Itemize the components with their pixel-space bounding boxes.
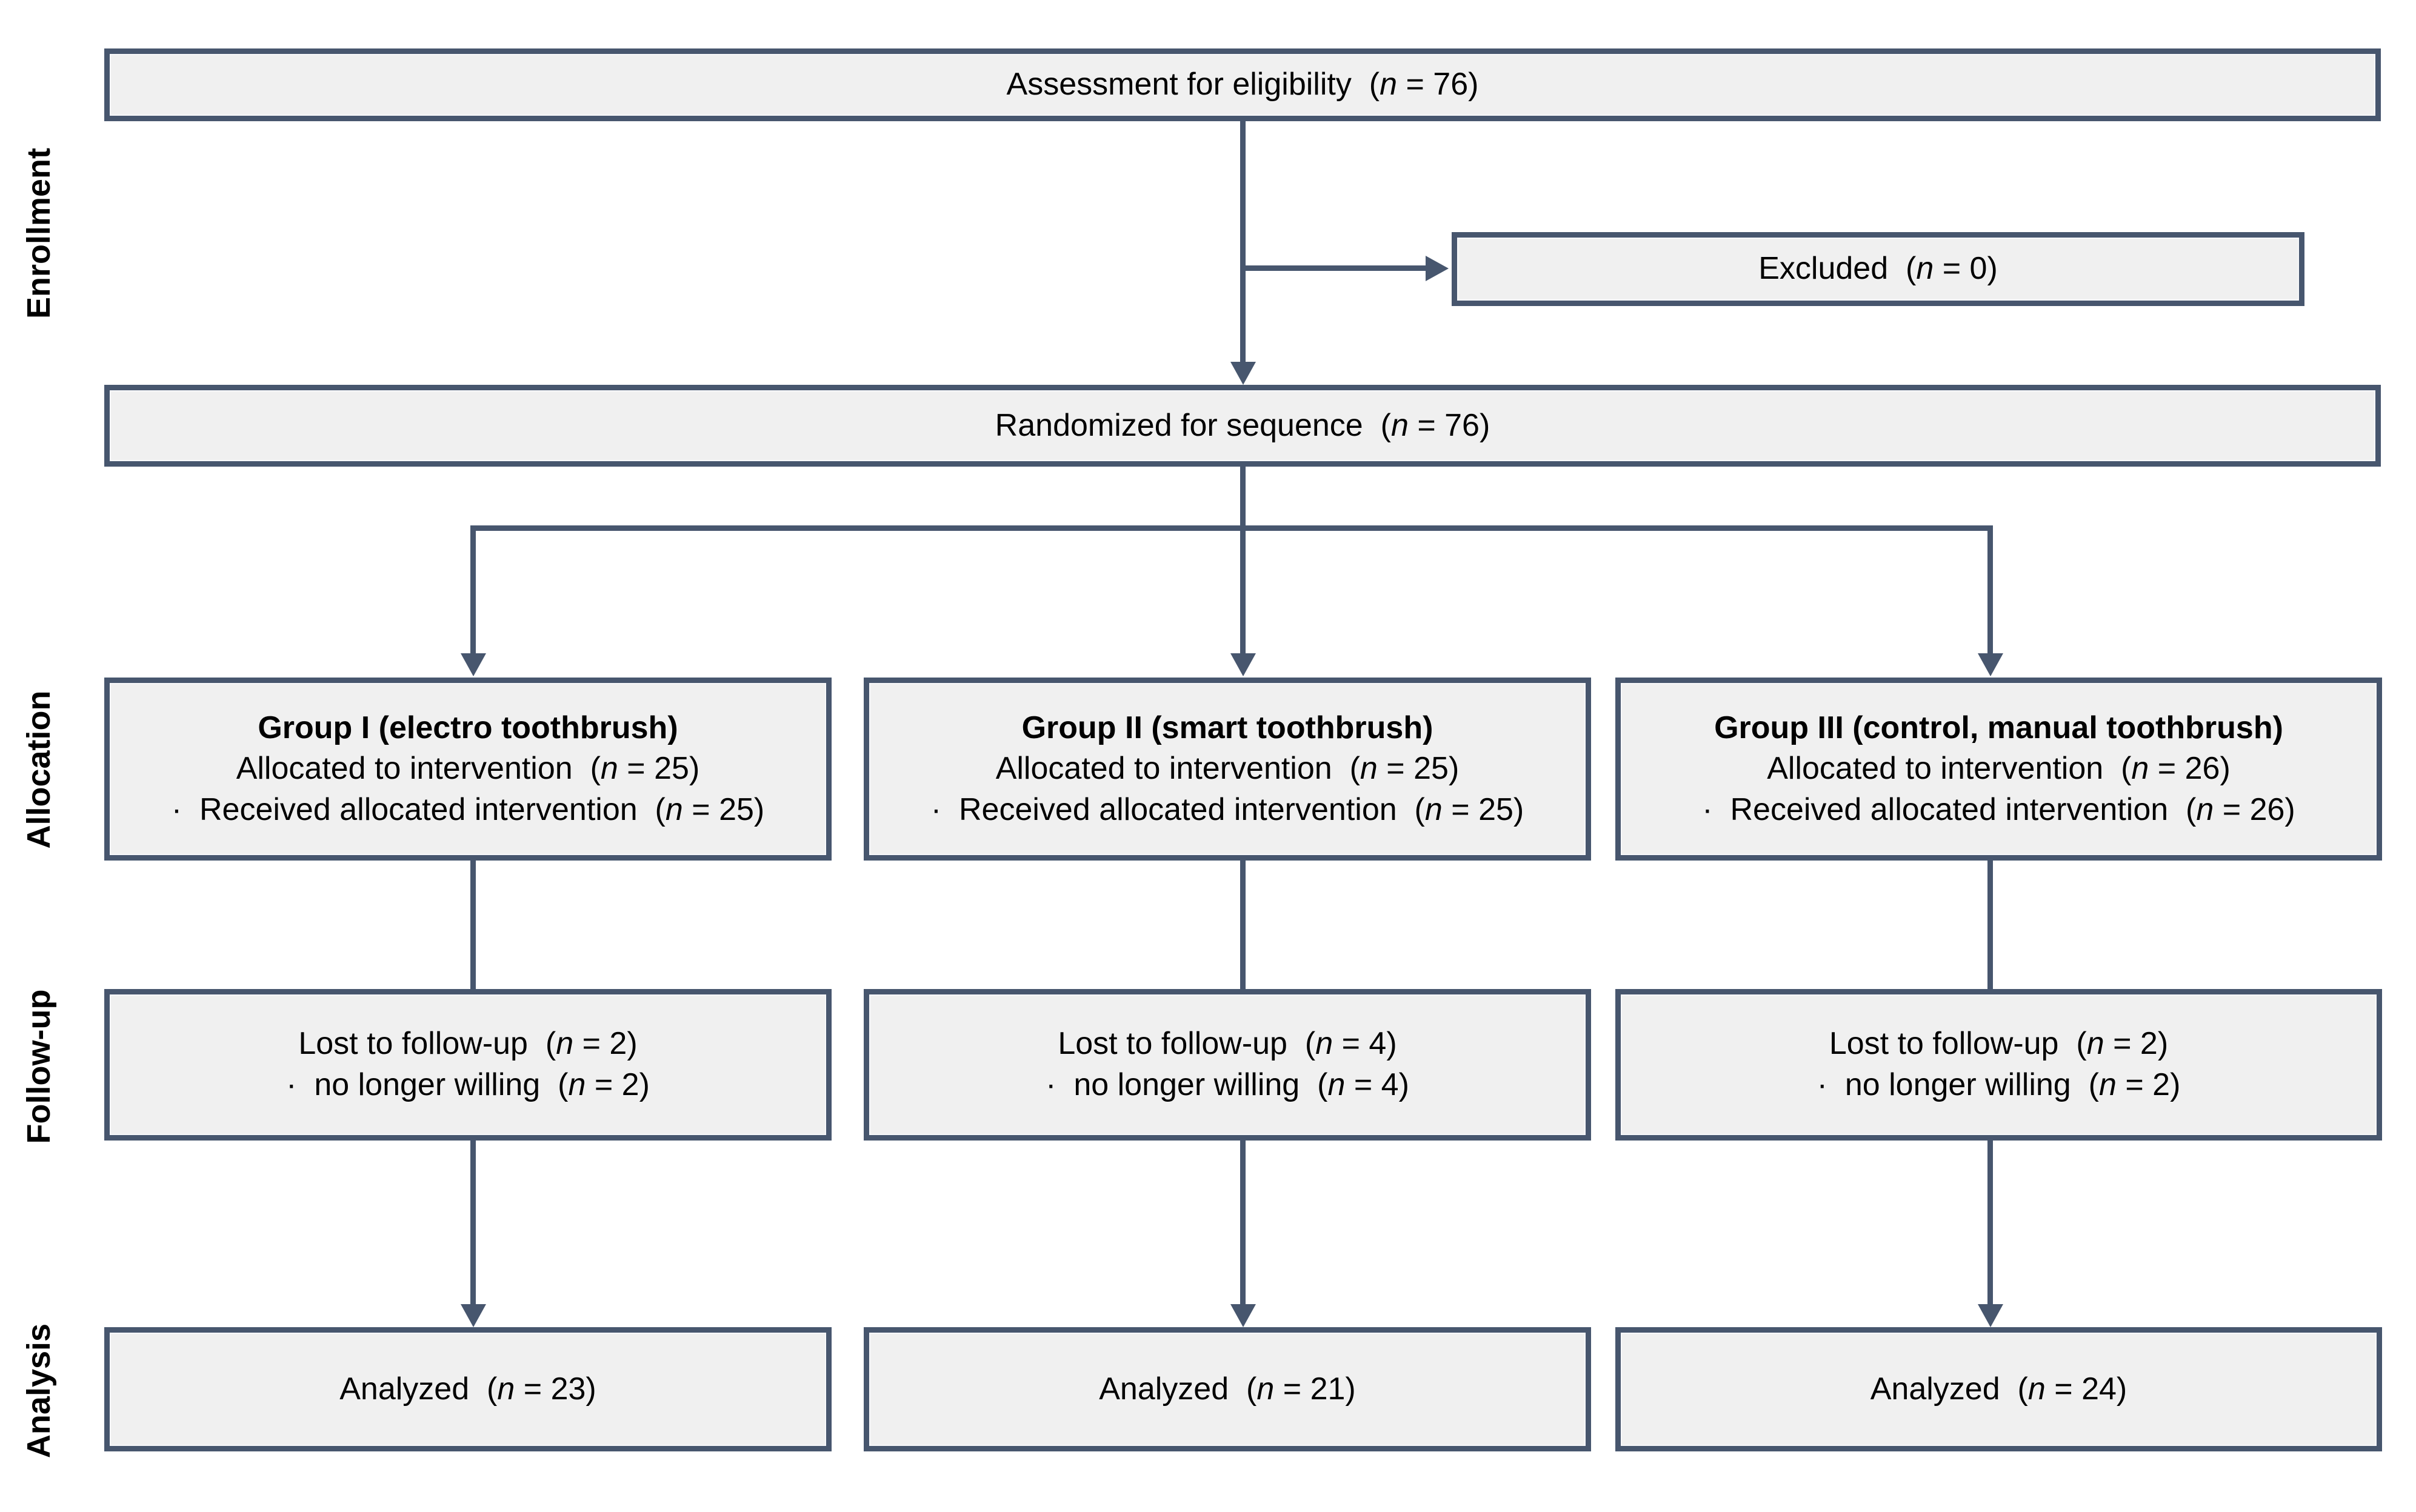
stage-label-allocation-text: Allocation <box>21 690 57 849</box>
analysis-group-2-text: Analyzed (n = 21) <box>1099 1371 1356 1407</box>
arrow-group-3-to-analysis <box>1978 1304 2003 1327</box>
stage-label-analysis-text: Analysis <box>21 1323 57 1459</box>
followup-group-2-lost: Lost to follow-up (n = 4) <box>1058 1026 1397 1062</box>
arrow-group-1-to-analysis <box>461 1304 486 1327</box>
box-allocation-group-1: Group I (electro toothbrush) Allocated t… <box>104 678 832 861</box>
box-analysis-group-1: Analyzed (n = 23) <box>104 1327 832 1451</box>
stage-label-allocation: Allocation <box>21 679 57 861</box>
bullet-marker: · <box>930 791 942 827</box>
allocation-group-3-received: · Received allocated intervention (n = 2… <box>1702 791 2295 827</box>
allocation-group-2-title: Group II (smart toothbrush) <box>1021 710 1433 745</box>
allocation-group-3-title: Group III (control, manual toothbrush) <box>1714 710 2283 745</box>
connector-split-to-group-3 <box>1987 525 1993 654</box>
allocation-group-2-allocated: Allocated to intervention (n = 25) <box>995 751 1460 787</box>
box-followup-group-3: Lost to follow-up (n = 2) · no longer wi… <box>1615 989 2382 1141</box>
connector-to-excluded <box>1240 265 1428 271</box>
allocation-group-1-title: Group I (electro toothbrush) <box>258 710 678 745</box>
bullet-marker: · <box>286 1067 297 1102</box>
arrow-split-to-group-3 <box>1978 653 2003 676</box>
connector-group-1-followup-to-analysis <box>470 1141 476 1305</box>
bullet-marker: · <box>171 791 182 827</box>
randomized-text: Randomized for sequence (n = 76) <box>995 407 1490 443</box>
arrow-assessment-to-randomized <box>1230 362 1256 385</box>
connector-allocation-split-bar <box>470 525 1993 531</box>
assessment-text: Assessment for eligibility (n = 76) <box>1006 67 1479 102</box>
stage-label-followup-text: Follow-up <box>21 989 57 1144</box>
box-allocation-group-3: Group III (control, manual toothbrush) A… <box>1615 678 2382 861</box>
stage-label-enrollment-text: Enrollment <box>21 147 57 319</box>
box-excluded: Excluded (n = 0) <box>1452 232 2304 306</box>
bullet-marker: · <box>1817 1067 1827 1102</box>
connector-randomized-down <box>1240 467 1246 531</box>
bullet-marker: · <box>1046 1067 1056 1102</box>
connector-group-3-followup-to-analysis <box>1987 1141 1993 1305</box>
box-followup-group-2: Lost to follow-up (n = 4) · no longer wi… <box>864 989 1591 1141</box>
excluded-text: Excluded (n = 0) <box>1758 251 1998 287</box>
box-randomized-for-sequence: Randomized for sequence (n = 76) <box>104 385 2381 467</box>
allocation-group-2-received: · Received allocated intervention (n = 2… <box>930 791 1524 827</box>
followup-group-1-lost: Lost to follow-up (n = 2) <box>298 1026 638 1062</box>
allocation-group-1-allocated: Allocated to intervention (n = 25) <box>236 751 700 787</box>
connector-split-to-group-2 <box>1240 525 1246 654</box>
connector-assessment-to-randomized <box>1240 120 1246 362</box>
arrow-split-to-group-2 <box>1230 653 1256 676</box>
allocation-group-3-allocated: Allocated to intervention (n = 26) <box>1767 751 2231 787</box>
connector-group-2-followup-to-analysis <box>1240 1141 1246 1305</box>
followup-group-1-reason: · no longer willing (n = 2) <box>286 1067 650 1102</box>
followup-group-3-reason: · no longer willing (n = 2) <box>1817 1067 2181 1102</box>
stage-label-followup: Follow-up <box>21 976 57 1157</box>
box-analysis-group-2: Analyzed (n = 21) <box>864 1327 1591 1451</box>
box-followup-group-1: Lost to follow-up (n = 2) · no longer wi… <box>104 989 832 1141</box>
connector-group-3-allocation-to-followup <box>1987 861 1993 989</box>
arrow-to-excluded <box>1426 256 1449 281</box>
arrow-split-to-group-1 <box>461 653 486 676</box>
arrow-group-2-to-analysis <box>1230 1304 1256 1327</box>
followup-group-2-reason: · no longer willing (n = 4) <box>1046 1067 1409 1102</box>
followup-group-3-lost: Lost to follow-up (n = 2) <box>1829 1026 2169 1062</box>
box-allocation-group-2: Group II (smart toothbrush) Allocated to… <box>864 678 1591 861</box>
stage-label-analysis: Analysis <box>21 1300 57 1482</box>
connector-group-2-allocation-to-followup <box>1240 861 1246 989</box>
analysis-group-1-text: Analyzed (n = 23) <box>339 1371 596 1407</box>
analysis-group-3-text: Analyzed (n = 24) <box>1870 1371 2127 1407</box>
connector-split-to-group-1 <box>470 525 476 654</box>
bullet-marker: · <box>1702 791 1713 827</box>
allocation-group-1-received: · Received allocated intervention (n = 2… <box>171 791 765 827</box>
box-assessment-for-eligibility: Assessment for eligibility (n = 76) <box>104 48 2381 121</box>
stage-label-enrollment: Enrollment <box>21 142 57 324</box>
connector-group-1-allocation-to-followup <box>470 861 476 989</box>
box-analysis-group-3: Analyzed (n = 24) <box>1615 1327 2382 1451</box>
